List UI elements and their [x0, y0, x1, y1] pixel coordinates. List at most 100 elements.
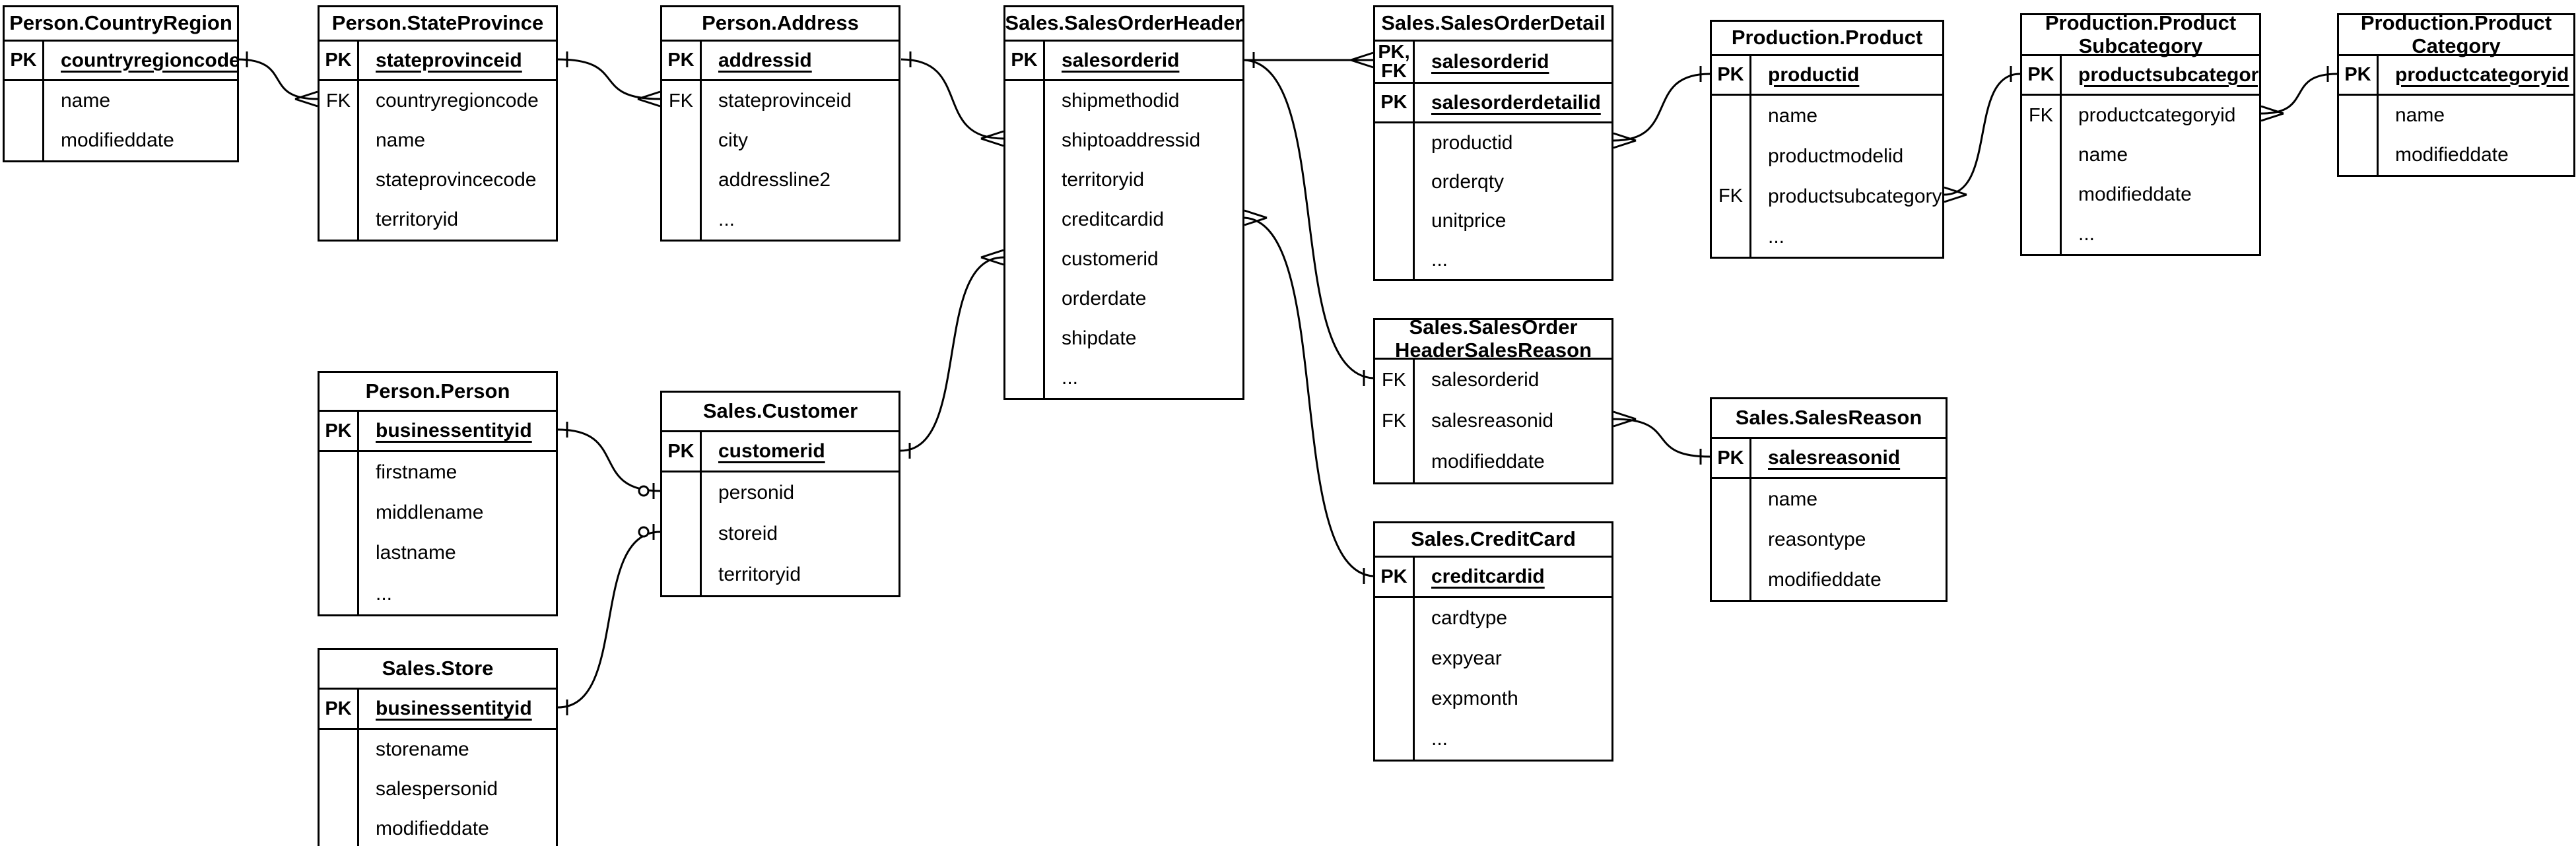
entity-row: unitprice [1375, 201, 1611, 240]
rel-stateprovince-address [557, 51, 661, 108]
entity-row: PK businessentityid [320, 412, 556, 452]
entity-production-productcategory[interactable]: Production.Product Category PK productca… [2337, 11, 2575, 177]
field-name: city [718, 129, 748, 151]
key-label [320, 492, 359, 533]
key-label: PK [662, 432, 702, 471]
field-name: salesreasonid [1431, 410, 1554, 432]
field-name: productcategoryid [2078, 104, 2236, 126]
key-label [1712, 479, 1751, 519]
entity-person-countryregion[interactable]: Person.CountryRegion PK countryregioncod… [3, 5, 239, 162]
entity-title: Sales.SalesOrderDetail [1375, 7, 1611, 42]
entity-row: modifieddate [1712, 560, 1946, 600]
entity-sales-salesorderheadersalesreason[interactable]: Sales.SalesOrder HeaderSalesReason FK sa… [1373, 315, 1613, 484]
field-name: productmodelid [1768, 145, 1904, 167]
entity-row: ... [1375, 719, 1611, 760]
entity-row: firstname [320, 452, 556, 492]
entity-row: expyear [1375, 638, 1611, 678]
key-label: FK [320, 81, 359, 121]
entity-title: Sales.SalesReason [1712, 399, 1946, 439]
field-name: territoryid [718, 564, 801, 585]
field-name: stateprovinceid [376, 49, 522, 71]
field-name: salesorderdetailid [1431, 91, 1601, 114]
field-name: productcategoryid [2395, 63, 2569, 86]
entity-row: FK salesreasonid [1375, 401, 1611, 441]
entity-title: Person.CountryRegion [5, 7, 237, 42]
key-label: PK [1375, 558, 1415, 596]
key-label [2022, 175, 2062, 214]
entity-row: customerid [1005, 240, 1242, 279]
field-name: modifieddate [2078, 183, 2192, 205]
key-label: PK [5, 42, 44, 79]
key-label [1375, 201, 1415, 240]
key-label [662, 200, 702, 240]
entity-sales-store[interactable]: Sales.Store PK businessentityid storenam… [318, 648, 558, 846]
entity-sales-salesreason[interactable]: Sales.SalesReason PK salesreasonid name … [1710, 397, 1948, 602]
entity-production-product[interactable]: Production.Product PK productid name pro… [1710, 20, 1944, 259]
entity-sales-salesorderheader[interactable]: Sales.SalesOrderHeader PK salesorderid s… [1003, 5, 1244, 400]
entity-title: Person.Person [320, 373, 556, 412]
entity-sales-salesorderdetail[interactable]: Sales.SalesOrderDetail PK, FK salesorder… [1373, 5, 1613, 281]
key-label: PK [320, 42, 359, 79]
key-label [2339, 96, 2379, 135]
key-label [1375, 598, 1415, 638]
field-name: businessentityid [376, 420, 532, 441]
entity-person-stateprovince[interactable]: Person.StateProvince PK stateprovinceid … [318, 5, 558, 242]
entity-row: creditcardid [1005, 200, 1242, 240]
key-label: PK [320, 690, 359, 728]
field-name: storeid [718, 523, 778, 544]
field-name: salesorderid [1431, 369, 1540, 391]
entity-production-productsubcategory[interactable]: Production.Product Subcategory PK produc… [2020, 11, 2261, 256]
entity-row: middlename [320, 492, 556, 533]
field-name: ... [718, 209, 735, 230]
key-label: FK [2022, 96, 2062, 135]
entity-person-person[interactable]: Person.Person PK businessentityid firstn… [318, 371, 558, 616]
field-name: orderqty [1431, 170, 1505, 193]
key-label [5, 81, 44, 121]
entity-row: PK, FK salesorderid [1375, 42, 1611, 84]
field-name: addressid [718, 49, 812, 71]
entity-title: Production.Product [1712, 22, 1942, 56]
key-label [662, 554, 702, 595]
field-name: salesorderid [1431, 50, 1549, 73]
key-label [320, 730, 359, 769]
rel-headersalesreason-salesreason [1613, 410, 1711, 465]
field-name: shipmethodid [1062, 90, 1180, 112]
field-name: modifieddate [376, 818, 489, 839]
field-name: unitprice [1431, 209, 1507, 232]
key-label [1712, 519, 1751, 560]
entity-row: FK productcategoryid [2022, 96, 2259, 135]
entity-title: Production.Product Category [2339, 11, 2573, 57]
field-name: name [61, 90, 111, 112]
entity-person-address[interactable]: Person.Address PK addressid FK stateprov… [660, 5, 900, 242]
field-name: shiptoaddressid [1062, 129, 1201, 151]
rel-salesorderdetail-product [1613, 66, 1711, 149]
entity-row: name [2022, 135, 2259, 175]
key-label: PK [2022, 56, 2062, 94]
entity-row: FK productsubcategoryid [1712, 176, 1942, 216]
field-name: creditcardid [1431, 566, 1545, 587]
key-label [662, 472, 702, 513]
key-label [320, 573, 359, 614]
field-name: productid [1768, 63, 1860, 86]
entity-title: Person.StateProvince [320, 7, 556, 42]
key-label: PK [1375, 84, 1415, 121]
entity-sales-customer[interactable]: Sales.Customer PK customerid personid st… [660, 391, 900, 597]
field-name: name [2078, 144, 2128, 166]
field-name: modifieddate [61, 129, 174, 151]
field-name: reasontype [1768, 528, 1866, 550]
field-name: salesorderid [1062, 49, 1180, 71]
key-label: FK [662, 81, 702, 121]
rel-customer-salesorderheader [900, 249, 1004, 459]
field-name: shipdate [1062, 327, 1137, 349]
rel-person-customer [557, 422, 661, 499]
entity-row: territoryid [662, 554, 898, 595]
field-name: addressline2 [718, 169, 831, 191]
key-label: PK [320, 412, 359, 450]
key-label [662, 121, 702, 160]
field-name: ... [1062, 367, 1079, 389]
key-label [320, 452, 359, 492]
entity-sales-creditcard[interactable]: Sales.CreditCard PK creditcardid cardtyp… [1373, 521, 1613, 762]
entity-row: ... [320, 573, 556, 614]
key-label [1005, 319, 1045, 358]
rel-productsubcategory-productcategory [2260, 66, 2338, 122]
